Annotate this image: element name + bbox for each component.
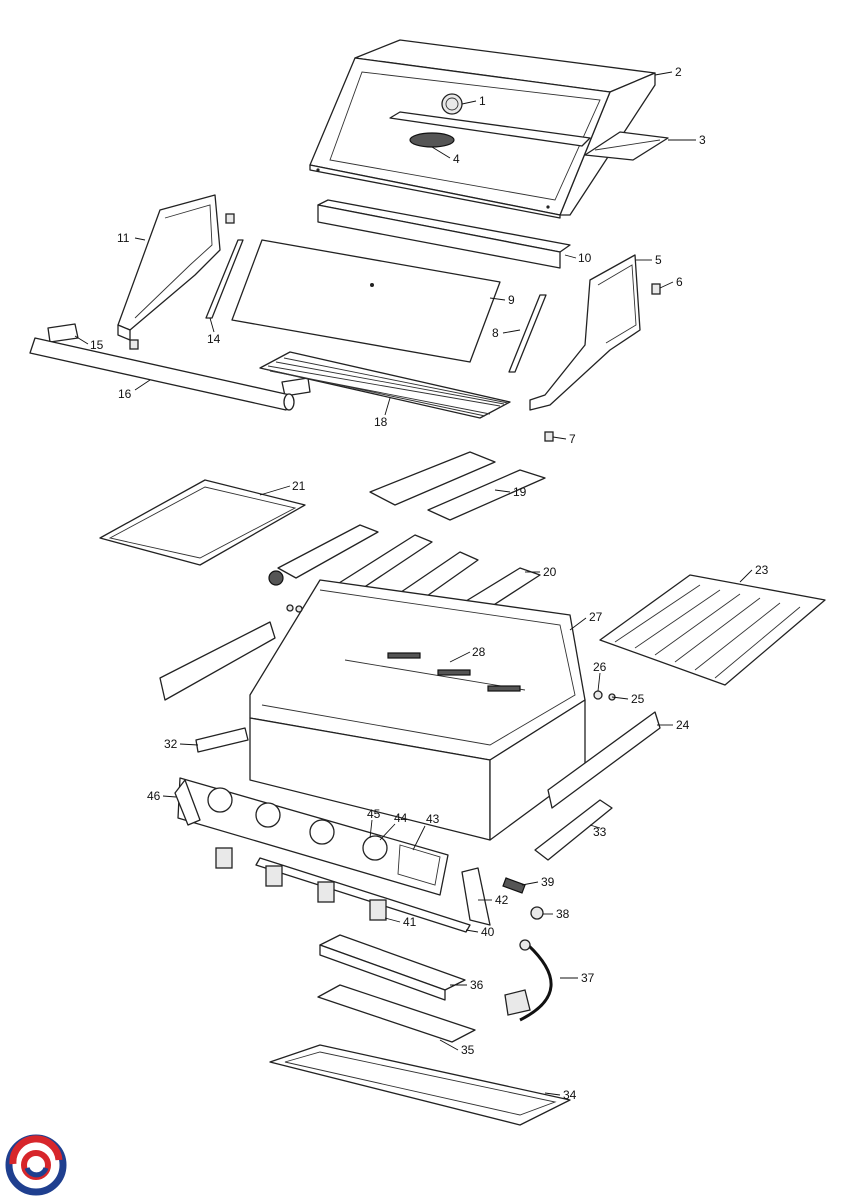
callout-36: 36: [470, 978, 484, 992]
part-valves: [215, 847, 387, 921]
part-handle-tube: [29, 337, 295, 411]
callout-18: 18: [374, 415, 388, 429]
part-bottom-frame: [269, 1044, 571, 1126]
part-bracket-33: [534, 799, 613, 861]
part-drip-tray: [319, 934, 466, 1001]
part-right-side-panel: [529, 254, 641, 411]
callout-labels: 1 2 3 4 5 6 7 8 9 10 11 14 15 16 18 19 2…: [90, 65, 769, 1102]
callout-35: 35: [461, 1043, 475, 1057]
callout-38: 38: [556, 907, 570, 921]
callout-8: 8: [492, 326, 499, 340]
callout-41: 41: [403, 915, 417, 929]
part-bracket-32: [195, 727, 249, 753]
part-side-plate: [99, 479, 306, 566]
callout-6: 6: [676, 275, 683, 289]
callout-4: 4: [453, 152, 460, 166]
callout-7: 7: [569, 432, 576, 446]
leader-lines: [74, 71, 753, 1096]
callout-16: 16: [118, 387, 132, 401]
callout-20: 20: [543, 565, 557, 579]
callout-24: 24: [676, 718, 690, 732]
part-tray-holder: [317, 984, 476, 1043]
part-flame-tamers: [369, 451, 546, 521]
callout-28: 28: [472, 645, 486, 659]
callout-46: 46: [147, 789, 161, 803]
callout-33: 33: [593, 825, 607, 839]
part-end-cap: [47, 323, 311, 397]
part-panel: [231, 239, 501, 363]
callout-2: 2: [675, 65, 682, 79]
callout-9: 9: [508, 293, 515, 307]
callout-27: 27: [589, 610, 603, 624]
part-left-side-panel: [117, 194, 221, 341]
callout-23: 23: [755, 563, 769, 577]
part-warming-rack: [584, 131, 669, 161]
callout-44: 44: [394, 811, 408, 825]
callout-21: 21: [292, 479, 306, 493]
callout-42: 42: [495, 893, 509, 907]
callout-43: 43: [426, 812, 440, 826]
part-side-rails: [159, 621, 661, 809]
callout-37: 37: [581, 971, 595, 985]
part-side-grate: [599, 574, 826, 686]
callout-34: 34: [563, 1088, 577, 1102]
callout-45: 45: [367, 807, 381, 821]
part-firebox: [249, 579, 586, 841]
part-hose-regulator: [504, 939, 553, 1022]
callout-15: 15: [90, 338, 104, 352]
callout-39: 39: [541, 875, 555, 889]
brand-logo-icon: [5, 1134, 67, 1196]
callout-11: 11: [117, 231, 130, 245]
part-heat-plates: [387, 652, 521, 692]
callout-32: 32: [164, 737, 178, 751]
callout-10: 10: [578, 251, 592, 265]
part-right-rail: [508, 294, 547, 373]
callout-25: 25: [631, 692, 645, 706]
part-manifold: [255, 857, 471, 933]
part-bracket-46: [174, 779, 201, 826]
callout-14: 14: [207, 332, 221, 346]
part-handle-logo: [389, 111, 591, 148]
part-bracket-42: [461, 867, 491, 926]
part-rear-bar: [317, 199, 571, 269]
callout-26: 26: [593, 660, 607, 674]
callout-40: 40: [481, 925, 495, 939]
part-left-rail: [205, 239, 244, 319]
part-thermometer: [441, 93, 463, 115]
callout-19: 19: [513, 485, 527, 499]
callout-3: 3: [699, 133, 706, 147]
callout-5: 5: [655, 253, 662, 267]
part-fittings: [502, 877, 544, 920]
callout-1: 1: [479, 94, 486, 108]
part-knobs: [207, 787, 388, 861]
part-cooking-grate: [259, 351, 511, 419]
part-brackets: [129, 213, 661, 442]
